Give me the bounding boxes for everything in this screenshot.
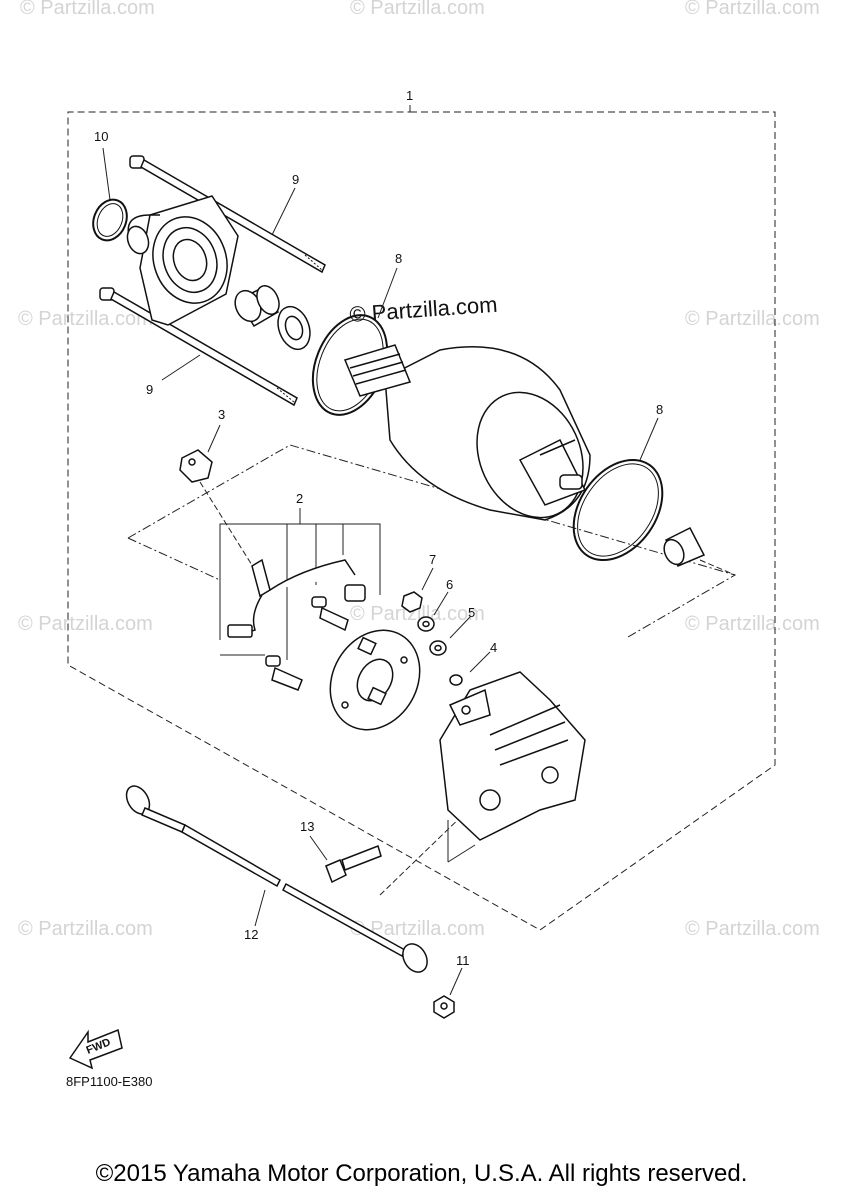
watermark: © Partzilla.com (350, 918, 485, 940)
watermark: © Partzilla.com (350, 0, 485, 19)
watermark: © Partzilla.com (20, 0, 155, 19)
callout-10: 10 (94, 129, 108, 144)
callout-2: 2 (296, 491, 303, 506)
part-nut-11 (433, 995, 455, 1019)
callout-12: 12 (244, 927, 258, 942)
part-o-ring-4 (449, 674, 463, 686)
exploded-plane (127, 444, 737, 638)
part-nut-7 (401, 591, 423, 613)
callout-4: 4 (490, 640, 497, 655)
part-o-ring-large-lower (572, 458, 664, 562)
part-oil-seal (277, 305, 311, 351)
callout-7: 7 (429, 552, 436, 567)
assembly-outline (67, 111, 776, 931)
watermark: © Partzilla.com (18, 613, 153, 635)
part-through-bolt-upper (129, 155, 326, 274)
callout-3: 3 (218, 407, 225, 422)
watermark: © Partzilla.com (685, 918, 820, 940)
callout-11: 11 (456, 953, 470, 968)
callout-1: 1 (406, 88, 413, 103)
copyright-notice: ©2015 Yamaha Motor Corporation, U.S.A. A… (95, 1160, 748, 1187)
part-brush-holder-set (227, 558, 366, 691)
callout-5: 5 (468, 605, 475, 620)
watermark-group: © Partzilla.com © Partzilla.com © Partzi… (18, 0, 820, 940)
part-needle-bearing (663, 526, 706, 567)
callout-13: 13 (300, 819, 314, 834)
part-o-ring-small (92, 198, 128, 242)
callout-numbers: 1 2 3 4 5 6 7 8 8 9 9 10 11 12 13 (94, 88, 663, 968)
part-yoke-armature (343, 344, 591, 521)
part-terminal-nut (179, 449, 213, 483)
watermark: © Partzilla.com (350, 603, 485, 625)
callout-9-lower: 9 (146, 382, 153, 397)
diagram-code: 8FP1100-E380 (66, 1074, 153, 1089)
watermark: © Partzilla.com (18, 308, 153, 330)
part-front-cover (126, 195, 239, 326)
callout-9-upper: 9 (292, 172, 299, 187)
part-washer-5 (429, 640, 447, 656)
part-brush-plate (329, 629, 421, 731)
part-cable-12 (125, 785, 428, 973)
fwd-arrow-icon: FWD (68, 1028, 123, 1070)
watermark: © Partzilla.com (685, 308, 820, 330)
watermark: © Partzilla.com (685, 0, 820, 19)
part-rear-cover (439, 671, 586, 841)
watermark: © Partzilla.com (685, 613, 820, 635)
callout-6: 6 (446, 577, 453, 592)
callout-8-lower: 8 (656, 402, 663, 417)
watermark: © Partzilla.com (18, 918, 153, 940)
callout-8-upper: 8 (395, 251, 402, 266)
part-bushing (234, 285, 280, 328)
leader-lines (102, 147, 736, 996)
part-washer-6 (417, 616, 435, 632)
part-bolt-13 (325, 845, 382, 884)
